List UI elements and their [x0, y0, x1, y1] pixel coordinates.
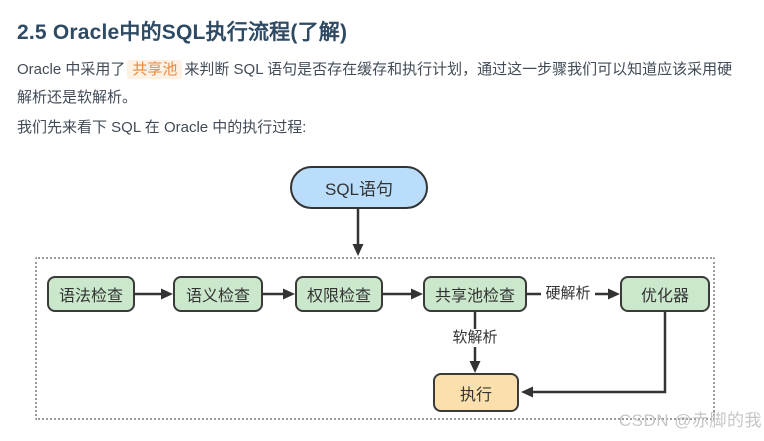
paragraph-text-prefix: Oracle 中采用了 [17, 61, 126, 78]
arrow-optimizer-to-execute [531, 311, 667, 394]
node-shared-pool-check: 共享池检查 [423, 276, 527, 312]
intro-paragraph: Oracle 中采用了共享池来判断 SQL 语句是否存在缓存和执行计划，通过这一… [17, 56, 743, 112]
node-sql-statement: SQL语句 [290, 166, 428, 209]
lead-paragraph: 我们先来看下 SQL 在 Oracle 中的执行过程: [17, 119, 307, 136]
hard-parse-label: 硬解析 [541, 285, 595, 303]
arrowhead-down-container [352, 244, 364, 256]
node-privilege-check: 权限检查 [295, 276, 383, 312]
arrowhead-sharedpool [411, 288, 423, 300]
arrowhead-optimizer [608, 288, 620, 300]
parse-stage-container [35, 257, 715, 420]
paragraph-text-suffix: 来判断 SQL 语句是否存在缓存和执行计划，通过这一步骤我们可以知道应该采用硬解… [17, 61, 733, 106]
arrowhead-execute-right [521, 386, 533, 398]
csdn-watermark: CSDN @赤脚的我 [618, 411, 762, 430]
node-semantic-check: 语义检查 [173, 276, 263, 312]
arrowhead-semantic [161, 288, 173, 300]
inline-code-shared-pool: 共享池 [127, 60, 183, 79]
arrowhead-execute-top [469, 361, 481, 373]
arrowhead-privilege [283, 288, 295, 300]
node-optimizer: 优化器 [620, 276, 710, 312]
node-execute: 执行 [433, 373, 519, 412]
node-syntax-check: 语法检查 [47, 276, 135, 312]
section-heading: 2.5 Oracle中的SQL执行流程(了解) [17, 21, 348, 44]
soft-parse-label: 软解析 [448, 329, 502, 347]
